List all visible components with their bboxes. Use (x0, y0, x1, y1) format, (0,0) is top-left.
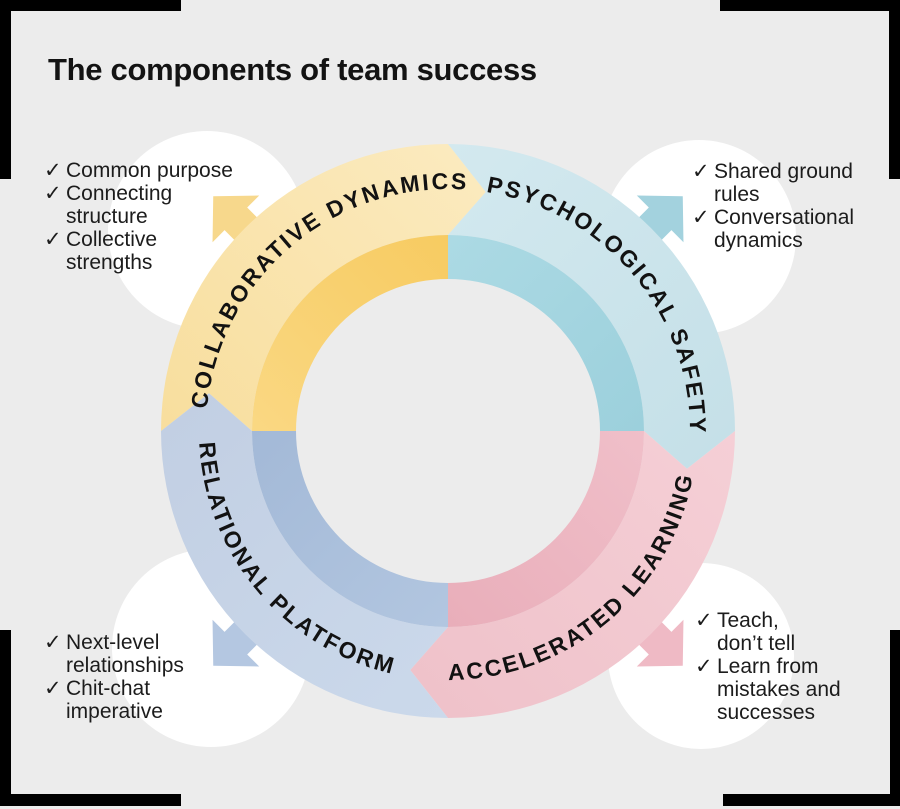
checklist-item: ✓ Shared ground rules (692, 159, 882, 207)
checkmark-icon: ✓ (692, 159, 710, 183)
relational-platform-outer-band (161, 393, 448, 718)
checkmark-icon: ✓ (695, 654, 713, 678)
checklist-item-text: Chit-chat imperative (66, 677, 163, 723)
checkmark-icon: ✓ (692, 205, 710, 229)
segment-psychological-safety (448, 144, 735, 469)
checklist-item: ✓ Next-level relationships (44, 630, 244, 678)
checklist-item: ✓ Learn from mistakes and successes (695, 654, 875, 725)
checklist-item-text: Common purpose (66, 159, 233, 182)
checklist-bottom-left: ✓ Next-level relationships ✓ Chit-chat i… (44, 630, 244, 724)
checkmark-icon: ✓ (695, 608, 713, 632)
checklist-item: ✓ Collective strengths (44, 227, 249, 275)
collaborative-dynamics-outer-band (161, 144, 486, 431)
checklist-item-text: Teach, don’t tell (717, 609, 796, 655)
checklist-item-text: Learn from mistakes and successes (717, 655, 841, 724)
segment-relational-platform (161, 393, 448, 718)
psychological-safety-inner-band (448, 235, 644, 431)
checkmark-icon: ✓ (44, 181, 62, 205)
checklist-item: ✓ Common purpose (44, 158, 249, 183)
checklist-top-right: ✓ Shared ground rules ✓ Conversational d… (692, 159, 882, 253)
checklist-item: ✓ Conversational dynamics (692, 205, 882, 253)
checklist-item: ✓ Connecting structure (44, 181, 249, 229)
collaborative-dynamics-inner-band (252, 235, 448, 431)
checklist-top-left: ✓ Common purpose ✓ Connecting structure … (44, 158, 249, 275)
checklist-item: ✓ Teach, don’t tell (695, 608, 875, 656)
page-title: The components of team success (48, 52, 537, 87)
segment-accelerated-learning (410, 431, 735, 718)
segment-collaborative-dynamics (161, 144, 486, 431)
corner-bracket-bottom-left (0, 630, 181, 806)
checklist-item-text: Next-level relationships (66, 631, 184, 677)
checkmark-icon: ✓ (44, 630, 62, 654)
accelerated-learning-outer-band (410, 431, 735, 718)
psychological-safety-outer-band (448, 144, 735, 469)
checklist-item: ✓ Chit-chat imperative (44, 676, 244, 724)
checkmark-icon: ✓ (44, 158, 62, 182)
accelerated-learning-inner-band (448, 431, 644, 627)
cycle-diagram: COLLABORATIVE DYNAMICS PSYCHOLOGICAL SAF… (108, 131, 796, 749)
checklist-item-text: Conversational dynamics (714, 206, 855, 252)
corner-bracket-bottom-right (723, 630, 900, 806)
relational-platform-inner-band (252, 431, 448, 627)
checkmark-icon: ✓ (44, 676, 62, 700)
checkmark-icon: ✓ (44, 227, 62, 251)
checklist-item-text: Collective strengths (66, 228, 158, 274)
checklist-item-text: Connecting structure (66, 182, 173, 228)
corner-bracket-top-right (720, 0, 900, 179)
checklist-item-text: Shared ground rules (714, 160, 853, 206)
corner-bracket-top-left (0, 0, 181, 179)
checklist-bottom-right: ✓ Teach, don’t tell ✓ Learn from mistake… (695, 608, 875, 725)
